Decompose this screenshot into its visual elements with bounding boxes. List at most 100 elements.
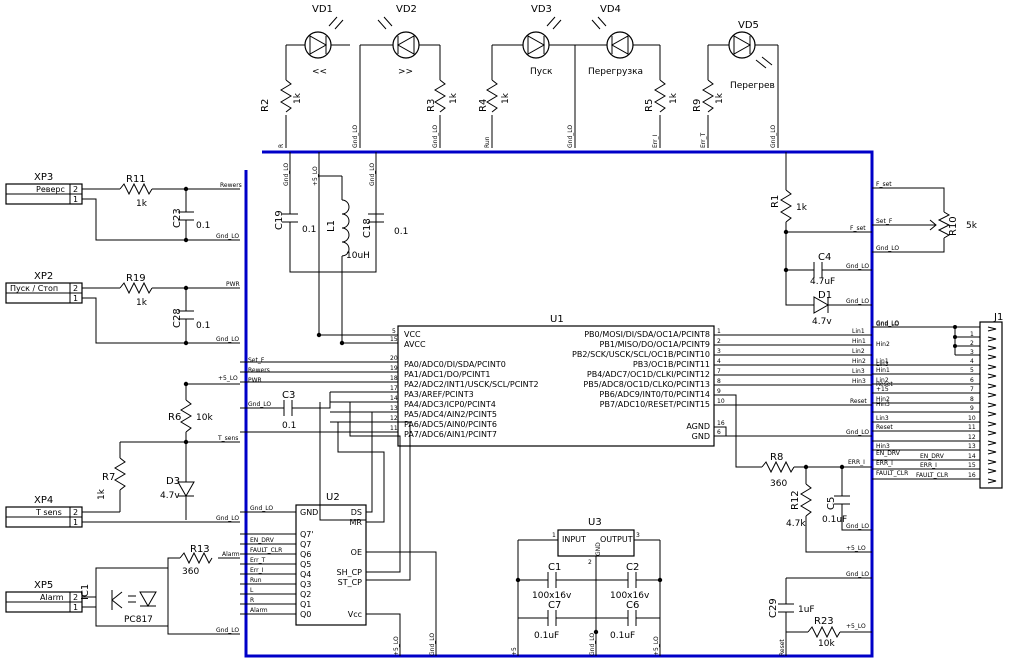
xp5-ref: XP5 <box>34 580 53 591</box>
c29-ref: C29 <box>768 598 779 618</box>
r8-val: 360 <box>770 479 787 489</box>
r3-ref: R3 <box>426 99 437 112</box>
net-top-2: Gnd_LO <box>432 125 439 148</box>
xp2-pin2: 2 <box>73 284 78 293</box>
u1-l8-num: 12 <box>390 415 398 422</box>
j1-net-9: EN_DRV <box>920 453 945 460</box>
xp2-ref: XP2 <box>34 271 53 282</box>
u2-l2: Q7 <box>300 540 311 549</box>
u1-r8-name: AGND <box>686 422 710 431</box>
c7-val: 0.1uF <box>534 631 559 641</box>
net-right-13: Reset <box>850 398 867 405</box>
r4-ref: R4 <box>478 99 489 112</box>
u1-r3-num: 4 <box>717 358 721 365</box>
vd2-ref: VD2 <box>396 4 417 15</box>
j1-net-1: Lin1 <box>876 358 889 365</box>
vd5-label: Перегрев <box>730 81 775 91</box>
net-left-8: Gnd_LO <box>248 401 271 408</box>
ic1-part: PC817 <box>124 615 153 625</box>
u2-net2: EN_DRV <box>250 537 275 544</box>
j1-pin-6: 6 <box>970 377 974 384</box>
connector-xp3: XP3 Реверс 2 1 <box>5 172 83 205</box>
u2-net6: Run <box>250 577 262 584</box>
r8-ref: R8 <box>770 452 783 463</box>
u1-l3-num: 19 <box>390 365 398 372</box>
j1-net-5: Hin2 <box>876 396 890 403</box>
j1-pin-11: 11 <box>968 424 976 431</box>
u1-l6-name: PA4/ADC3/ICP0/PCINT4 <box>404 400 496 409</box>
u2-l4: Q5 <box>300 560 311 569</box>
net-right-21: Gnd_LO <box>846 429 869 436</box>
u2-l9: Q0 <box>300 610 311 619</box>
net-right-3: Gnd_LO <box>876 245 899 252</box>
net-bottom-3: Gnd_LO <box>589 633 596 656</box>
u3-input: INPUT <box>562 535 586 544</box>
d1-ref: D1 <box>818 290 832 301</box>
u1-l9-num: 11 <box>390 425 398 432</box>
u1-l6-num: 14 <box>390 395 398 402</box>
r2-val: 1k <box>293 92 303 104</box>
u2-r4: ST_CP <box>338 578 363 587</box>
net-right-9: Lin2 <box>852 348 865 355</box>
u2-l1: Q7' <box>300 530 314 539</box>
r1-ref: R1 <box>770 195 781 208</box>
j1-pin-13: 13 <box>968 443 976 450</box>
right-top-wiring <box>780 152 951 314</box>
net-right-4: Gnd_LO <box>846 263 869 270</box>
net-right-11: Lin3 <box>852 368 865 375</box>
xp4-pin1: 1 <box>73 518 78 527</box>
net-top-10: Gnd_LO <box>369 163 376 186</box>
j1-net-3: Lin2 <box>876 377 889 384</box>
j1-net-4: +15 <box>876 386 889 393</box>
net-left-5: Rewers <box>248 367 270 374</box>
u1-l8-name: PA6/ADC5/AIN0/PCINT6 <box>404 420 497 429</box>
net-right-7: Lin1 <box>852 328 865 335</box>
j1-pin-10: 10 <box>968 415 976 422</box>
net-left-7: +5_LO <box>218 375 238 382</box>
c7-ref: C7 <box>548 600 561 611</box>
net-right-20: FAULT_CLR <box>876 470 908 477</box>
cap-c3 <box>240 392 331 416</box>
connector-xp4: XP4 T sens 2 1 <box>5 495 83 528</box>
u1-r8-num: 16 <box>717 420 725 427</box>
u2-r5: Vcc <box>348 610 362 619</box>
c19-ref: C19 <box>274 210 285 230</box>
c18-ref: C18 <box>362 218 373 238</box>
ic-u2: U2 <box>240 402 437 656</box>
vd5-ref: VD5 <box>738 20 759 31</box>
c3-ref: C3 <box>282 390 295 401</box>
net-top-9: +5_LO <box>312 166 319 186</box>
r9-val: 1k <box>715 92 725 104</box>
j1-pin-1: 1 <box>970 331 974 338</box>
net-right-14: Hin2 <box>876 341 890 348</box>
r7-val: 1k <box>97 488 107 500</box>
right-bottom-wiring <box>761 460 872 656</box>
u1-right-labels: PB0/MOSI/DI/SDA/OC1A/PCINT8 PB1/MISO/DO/… <box>572 328 725 441</box>
j1-pin-5: 5 <box>970 367 974 374</box>
u1-r5-num: 8 <box>717 378 721 385</box>
r11-ref: R11 <box>126 174 146 185</box>
r10-ref: R10 <box>948 216 959 236</box>
r23-val: 10k <box>818 639 835 649</box>
c5-ref: C5 <box>826 497 837 510</box>
u1-l4-name: PA2/ADC2/INT1/USCK/SCL/PCINT2 <box>404 380 539 389</box>
u1-r7-num: 10 <box>717 398 725 405</box>
r13-ref: R13 <box>190 544 210 555</box>
c1-val: 100x16v <box>532 591 572 601</box>
net-left-4: Set_F <box>248 357 265 364</box>
u1-left-labels: VCC AVCC PA0/ADC0/DI/SDA/PCINT0 PA1/ADC1… <box>390 328 539 439</box>
led-vd2: VD2 >> <box>360 4 440 77</box>
c28-ref: C28 <box>172 308 183 328</box>
u1-r1-name: PB1/MISO/DO/OC1A/PCINT9 <box>600 340 710 349</box>
u3-pin-gnd: 2 <box>588 559 592 566</box>
u1-l2-num: 20 <box>390 355 398 362</box>
u1-l7-name: PA5/ADC4/AIN2/PCINT5 <box>404 410 497 419</box>
net-left-1: Gnd_LO <box>216 233 239 240</box>
j1-pin-16: 16 <box>968 472 976 479</box>
xp3-ref: XP3 <box>34 172 53 183</box>
u2-net5: Err_I <box>250 567 264 574</box>
j1-pin-4: 4 <box>970 358 974 365</box>
u3-gnd: GND <box>595 542 602 556</box>
r7-ref: R7 <box>102 472 115 483</box>
